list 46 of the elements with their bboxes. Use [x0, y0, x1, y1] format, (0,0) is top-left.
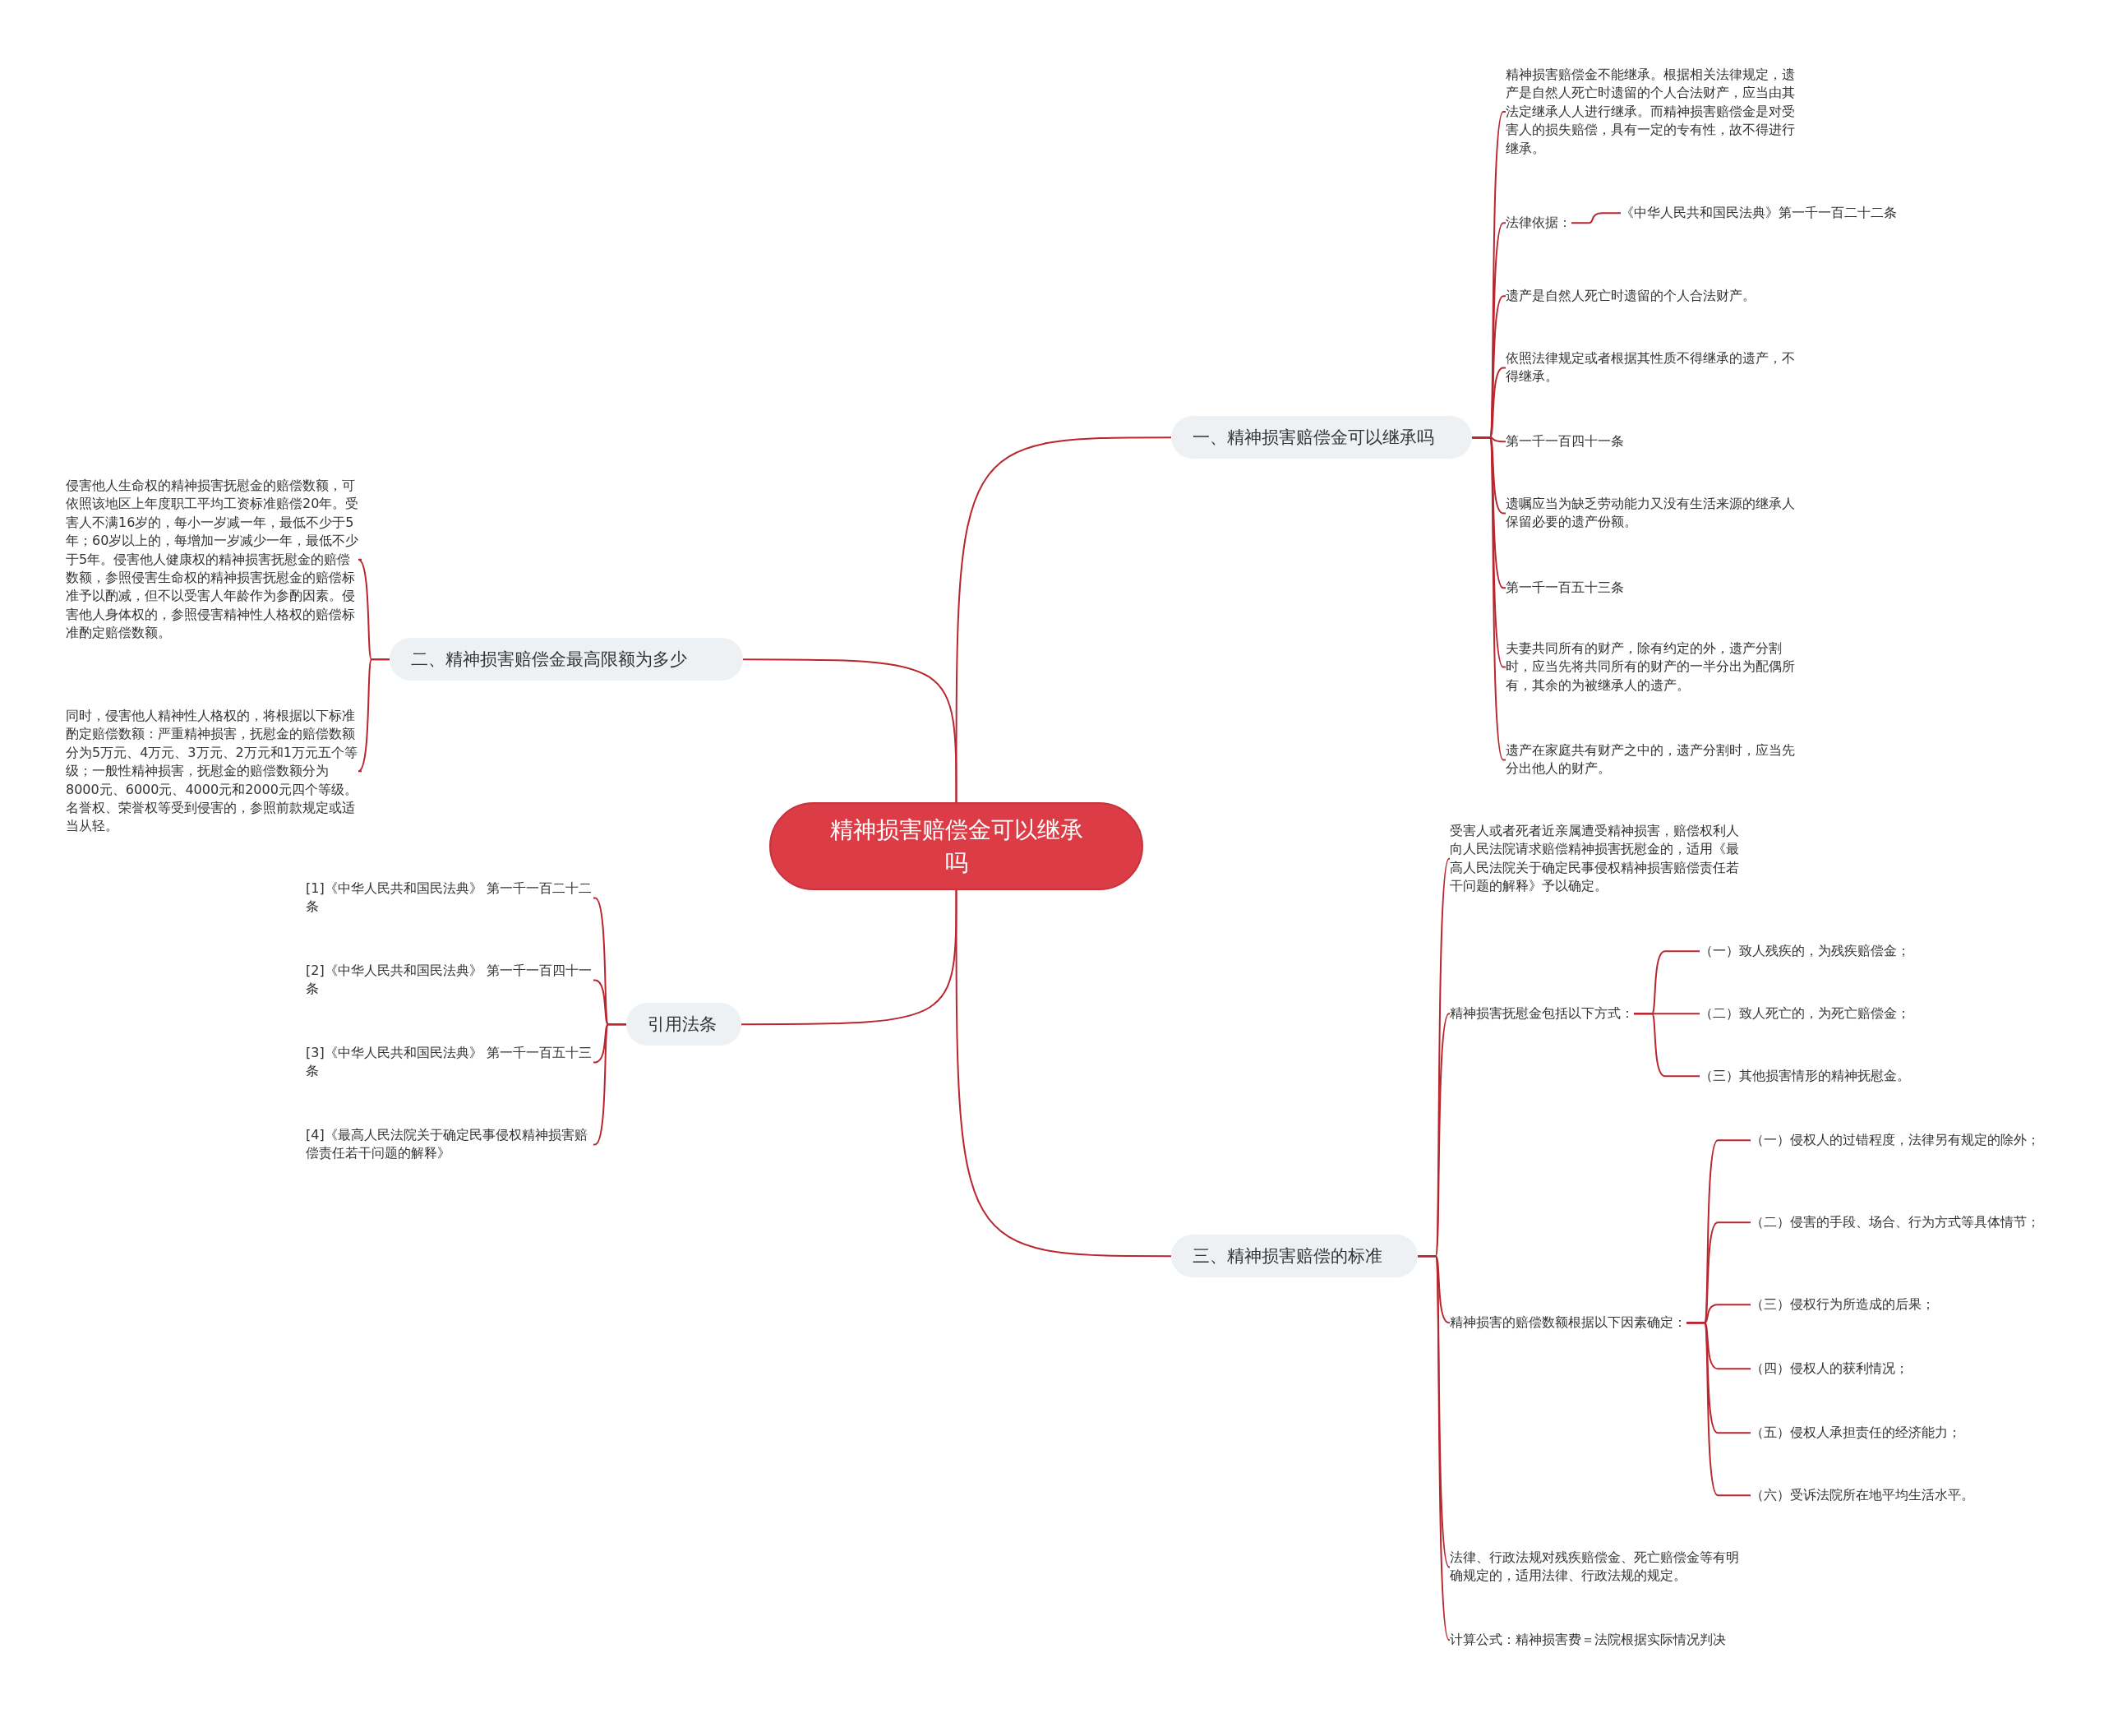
branch-line: [358, 658, 390, 773]
note-text: 法律、行政法规对残疾赔偿金、死亡赔偿金等有明确规定的，适用法律、行政法规的规定。: [1450, 1549, 1740, 1586]
note-text: 同时，侵害他人精神性人格权的，将根据以下标准酌定赔偿数额：严重精神损害，抚慰金的赔偿数额分为5万元、4万元、3万元、2万元和1万元五个等级；一般性精神损害，抚慰金的赔偿数额分为8000元、6000元、4000元和2000元四个等级。名誉权、荣誉权等受到侵害的，参照前款规定或适当从轻。: [66, 707, 358, 836]
note-text: 夫妻共同所有的财产，除有约定的外，遗产分割时，应当先将共同所有的财产的一半分出为配偶所有，其余的为被继承人的遗产。: [1506, 639, 1796, 695]
branch-line: [955, 436, 1172, 803]
note-text: （三）其他损害情形的精神抚慰金。: [1700, 1067, 1910, 1085]
note-text: 精神损害抚慰金包括以下方式：: [1450, 1004, 1634, 1023]
note-text: 精神损害的赔偿数额根据以下因素确定：: [1450, 1314, 1686, 1332]
note-text: 《中华人民共和国民法典》第一千一百二十二条: [1621, 204, 1897, 222]
branch-line: [742, 658, 957, 803]
branch-line: [1686, 1322, 1751, 1497]
branch-line: [741, 889, 957, 1026]
note-text: 精神损害赔偿金不能继承。根据相关法律规定，遗产是自然人死亡时遗留的个人合法财产，应当由其法定继承人人进行继承。而精神损害赔偿金是对受害人的损失赔偿，具有一定的专有性，故不得进行继承。: [1506, 66, 1796, 158]
note-text: （五）侵权人承担责任的经济能力；: [1751, 1424, 1961, 1442]
note-text: （一）侵权人的过错程度，法律另有规定的除外；: [1751, 1131, 2040, 1149]
note-text: （二）侵害的手段、场合、行为方式等具体情节；: [1751, 1213, 2040, 1231]
note-text: 法律依据：: [1506, 214, 1571, 232]
note-text: （四）侵权人的获利情况；: [1751, 1360, 1908, 1378]
topic-text: 二、精神损害赔偿金最高限额为多少: [411, 649, 688, 671]
note-text: [3]《中华人民共和国民法典》 第一千一百五十三条: [306, 1044, 593, 1081]
note-text: 遗产在家庭共有财产之中的，遗产分割时，应当先分出他人的财产。: [1506, 741, 1796, 778]
note-text: （一）致人残疾的，为残疾赔偿金；: [1700, 942, 1910, 960]
note-text: [4]《最高人民法院关于确定民事侵权精神损害赔偿责任若干问题的解释》: [306, 1126, 588, 1163]
note-text: （二）致人死亡的，为死亡赔偿金；: [1700, 1004, 1910, 1023]
note-text: 第一千一百四十一条: [1506, 432, 1624, 450]
branch-line: [1571, 212, 1622, 224]
note-text: 计算公式：精神损害费＝法院根据实际情况判决: [1450, 1631, 1726, 1649]
central-topic-text: 精神损害赔偿金可以继承吗: [828, 815, 1084, 878]
branch-line: [955, 889, 1172, 1258]
topic-text: 三、精神损害赔偿的标准: [1193, 1245, 1383, 1267]
note-text: （三）侵权行为所造成的后果；: [1751, 1295, 1935, 1314]
branch-line: [593, 1023, 627, 1146]
note-text: 遗产是自然人死亡时遗留的个人合法财产。: [1506, 287, 1756, 305]
note-text: 遗嘱应当为缺乏劳动能力又没有生活来源的继承人保留必要的遗产份额。: [1506, 495, 1796, 532]
note-text: 依照法律规定或者根据其性质不得继承的遗产，不得继承。: [1506, 349, 1796, 386]
topic-text: 一、精神损害赔偿金可以继承吗: [1193, 427, 1435, 449]
note-text: [2]《中华人民共和国民法典》 第一千一百四十一条: [306, 962, 593, 999]
note-text: 第一千一百五十三条: [1506, 579, 1624, 597]
branch-line: [1417, 1255, 1451, 1641]
note-text: 侵害他人生命权的精神损害抚慰金的赔偿数额，可依照该地区上年度职工平均工资标准赔偿20年。受害人不满16岁的，每小一岁减一年，最低不少于5年；60岁以上的，每增加一岁减少一年，最低不少于5年。侵害他人健康权的精神损害抚慰金的赔偿数额，参照侵害生命权的精神损害抚慰金的赔偿标准予以酌减，但不以受害人年龄作为参酌因素。侵害他人身体权的，参照侵害精神性人格权的赔偿标准酌定赔偿数额。: [66, 477, 360, 643]
note-text: （六）受诉法院所在地平均生活水平。: [1751, 1486, 1974, 1504]
branch-line: [1633, 1013, 1700, 1078]
note-text: [1]《中华人民共和国民法典》 第一千一百二十二条: [306, 880, 593, 916]
topic-text: 引用法条: [648, 1013, 717, 1036]
branch-line: [1471, 436, 1506, 761]
note-text: 受害人或者死者近亲属遭受精神损害，赔偿权利人向人民法院请求赔偿精神损害抚慰金的，适用《最高人民法院关于确定民事侵权精神损害赔偿责任若干问题的解释》予以确定。: [1450, 822, 1740, 896]
